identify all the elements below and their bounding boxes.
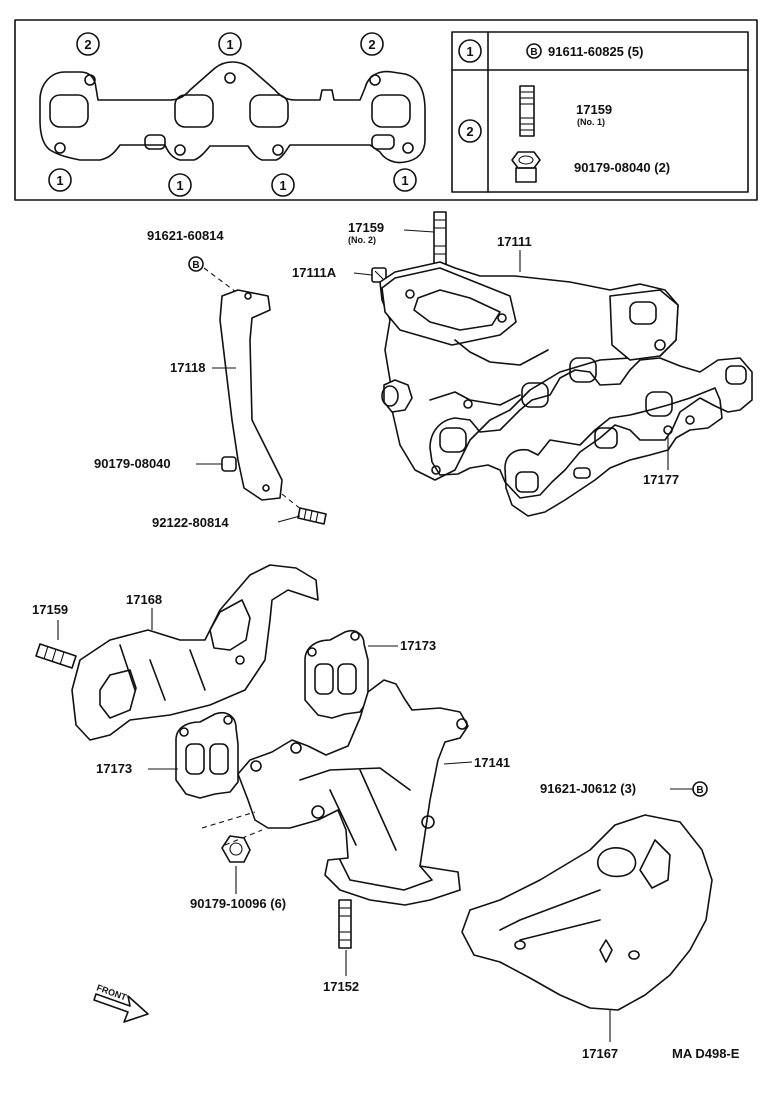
legend-row2-part-a-note: (No. 1) <box>577 117 605 127</box>
gasket-slot-1 <box>144 134 166 150</box>
stud-17152 <box>338 899 352 949</box>
stud-17159-left <box>35 643 77 669</box>
gasket-outline <box>39 61 426 164</box>
label-17159-left: 17159 <box>32 602 68 617</box>
stud-icon <box>519 85 535 137</box>
callout-number: 2 <box>368 37 375 52</box>
exhaust-manifold-17141 <box>237 679 469 906</box>
label-17173-left: 17173 <box>96 761 132 776</box>
gasket-17177-rear <box>504 387 723 517</box>
gasket-port-2 <box>174 94 214 128</box>
manifold-17111 <box>379 261 679 481</box>
callout-circle <box>458 119 482 143</box>
label-17159-no2: 17159 <box>348 220 384 235</box>
callout-number: 1 <box>279 178 286 193</box>
callout-number: 1 <box>176 178 183 193</box>
callout-circle <box>360 32 384 56</box>
label-17167: 17167 <box>582 1046 618 1061</box>
b-symbol <box>188 256 204 272</box>
gasket-hole <box>369 74 381 86</box>
nut-90179-10096 <box>221 835 251 863</box>
label-17111: 17111 <box>497 234 532 249</box>
gasket-hole <box>224 72 236 84</box>
legend-row2-part-a: 17159 <box>576 102 612 117</box>
label-17177: 17177 <box>643 472 679 487</box>
label-17173-right: 17173 <box>400 638 436 653</box>
gasket-port-4 <box>371 94 411 128</box>
nut-90179-08040 <box>221 456 237 472</box>
callout-circle <box>458 39 482 63</box>
nut-17111A <box>371 267 387 283</box>
heat-insulator-17167 <box>461 814 713 1011</box>
label-17141: 17141 <box>474 755 510 770</box>
label-92122-80814: 92122-80814 <box>152 515 229 530</box>
label-91621-J0612-symbol: B <box>696 785 703 796</box>
gasket-hole <box>272 144 284 156</box>
callout-circle <box>168 173 192 197</box>
legend-row1-part: 91611-60825 (5) <box>548 44 643 59</box>
gasket-hole <box>174 144 186 156</box>
label-90179-10096: 90179-10096 (6) <box>190 896 286 911</box>
callout-circle <box>48 168 72 192</box>
diagram-code: MA D498-E <box>672 1046 740 1061</box>
bolt-92122-80814 <box>297 507 327 525</box>
callout-number: 1 <box>56 173 63 188</box>
gasket-17173-right <box>304 629 369 719</box>
label-17118: 17118 <box>170 360 205 375</box>
label-17111A: 17111A <box>292 265 337 280</box>
gasket-port-1 <box>49 94 89 128</box>
inset-frame <box>14 19 758 201</box>
gasket-inset: 2 1 2 1 1 1 1 1 B 91611-60825 (5) 2 1715… <box>14 19 758 201</box>
stud-17159-no2 <box>433 211 447 265</box>
callout-circle <box>76 32 100 56</box>
gasket-hole <box>402 142 414 154</box>
gasket-17173-left <box>175 712 239 799</box>
heat-insulator-17168 <box>71 564 319 741</box>
label-91621-60814: 91621-60814 <box>147 228 224 243</box>
callout-circle <box>393 168 417 192</box>
callout-number: 1 <box>226 37 233 52</box>
b-symbol <box>526 43 542 59</box>
gasket-slot-2 <box>371 134 395 150</box>
legend-row2-part-b: 90179-08040 (2) <box>574 160 670 175</box>
gasket-port-3 <box>249 94 289 128</box>
label-17152: 17152 <box>323 979 359 994</box>
nut-icon <box>511 151 541 183</box>
gasket-17177 <box>429 357 753 499</box>
label-17159-no2-note: (No. 2) <box>348 235 376 245</box>
bracket-17118 <box>219 289 283 501</box>
legend-table <box>451 31 749 193</box>
callout-circle <box>271 173 295 197</box>
gasket-hole <box>84 74 96 86</box>
label-90179-08040: 90179-08040 <box>94 456 171 471</box>
legend-row1-number: 1 <box>466 44 473 59</box>
b-symbol <box>692 781 708 797</box>
gasket-hole <box>54 142 66 154</box>
label-91621-60814-symbol: B <box>192 260 199 271</box>
legend-row1-symbol: B <box>530 47 537 58</box>
callout-number: 1 <box>401 173 408 188</box>
callout-number: 2 <box>84 37 91 52</box>
callout-circle <box>218 32 242 56</box>
legend-row2-number: 2 <box>466 124 473 139</box>
front-arrow-icon <box>93 993 149 1023</box>
label-17168: 17168 <box>126 592 162 607</box>
label-91621-J0612: 91621-J0612 (3) <box>540 781 636 796</box>
